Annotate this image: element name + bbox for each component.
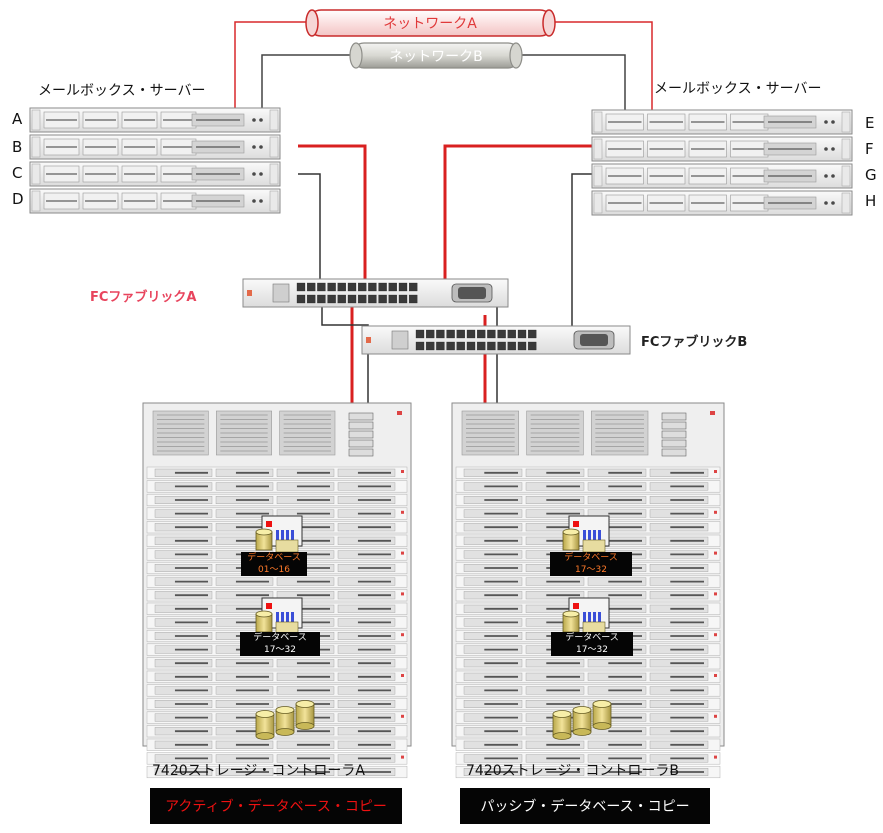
server-e [591, 109, 853, 135]
db-a2-range: 17～32 [264, 645, 296, 655]
right-server-stack [591, 109, 853, 216]
server-letter-g: G [865, 166, 877, 184]
passive-copy-banner: パッシブ・データベース・コピー [460, 788, 710, 824]
right-server-title: メールボックス・サーバー [654, 81, 822, 97]
database-icon-a2 [255, 597, 303, 635]
server-a [29, 107, 281, 133]
network-a-pipe: ネットワークA [305, 9, 556, 37]
db-a1-title: データベース [247, 553, 301, 563]
db-group-a2: データベース 17～32 [240, 632, 320, 656]
fc-switches [242, 278, 631, 355]
db-b1-title: データベース [564, 553, 618, 563]
server-h [591, 190, 853, 216]
server-letter-e: E [865, 114, 875, 132]
database-icons [255, 515, 612, 740]
left-server-stack [29, 107, 281, 214]
network-b-label: ネットワークB [389, 49, 483, 65]
fc-fabric-a-label: FCファブリックA [90, 290, 197, 305]
server-c [29, 161, 281, 187]
server-g [591, 163, 853, 189]
left-server-title: メールボックス・サーバー [38, 83, 206, 99]
fc-switch-b [361, 325, 631, 355]
network-a-links [234, 21, 653, 115]
server-letter-h: H [865, 192, 877, 210]
db-b1-range: 17～32 [575, 565, 607, 575]
db-b2-title: データベース [565, 633, 619, 643]
db-b2-range: 17～32 [576, 645, 608, 655]
db-group-b1: データベース 17～32 [550, 552, 632, 576]
active-copy-banner: アクティブ・データベース・コピー [150, 788, 402, 824]
network-a-label: ネットワークA [383, 16, 477, 32]
db-group-a1: データベース 01～16 [241, 552, 307, 576]
server-letter-a: A [12, 110, 23, 128]
storage-controller-a-label: 7420ストレージ・コントローラA [152, 763, 365, 779]
storage-controller-b-label: 7420ストレージ・コントローラB [466, 763, 679, 779]
database-icon-b1 [562, 515, 610, 553]
server-letter-b: B [12, 138, 23, 156]
db-a2-title: データベース [253, 633, 307, 643]
server-d [29, 188, 281, 214]
database-icon-a1 [255, 515, 303, 553]
server-letter-f: F [865, 140, 874, 158]
db-group-b2: データベース 17～32 [551, 632, 633, 656]
server-b [29, 134, 281, 160]
database-icon-b2 [562, 597, 610, 635]
db-a1-range: 01～16 [258, 565, 290, 575]
fc-links-red [298, 144, 598, 405]
server-f [591, 136, 853, 162]
disk-group-icon-b [552, 700, 612, 740]
fc-switch-a [242, 278, 509, 308]
storage-racks [142, 402, 725, 779]
fc-fabric-b-label: FCファブリックB [641, 335, 748, 350]
network-b-pipe: ネットワークB [349, 42, 523, 69]
server-letter-d: D [12, 190, 24, 208]
disk-group-icon-a [255, 700, 315, 740]
server-letter-c: C [12, 164, 23, 182]
network-b-links [261, 54, 626, 115]
